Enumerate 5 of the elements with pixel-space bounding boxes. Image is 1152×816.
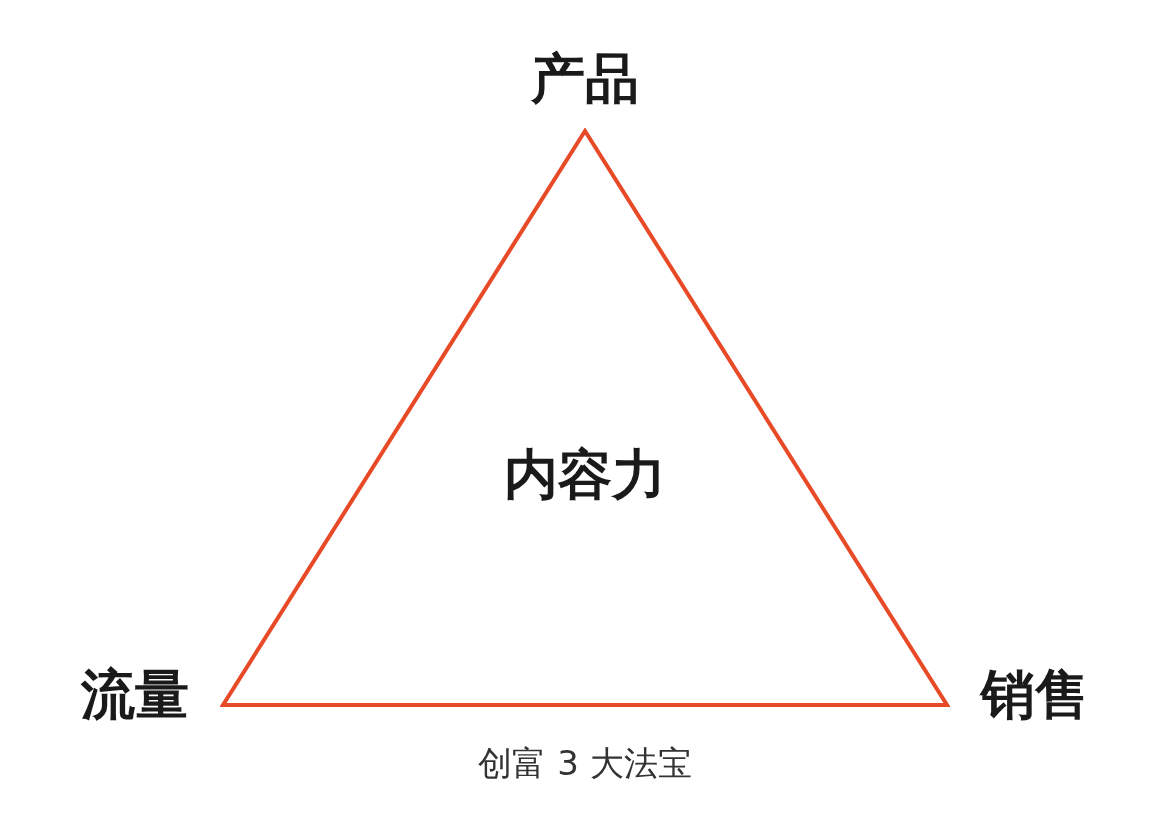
caption: 创富 3 大法宝	[477, 746, 693, 780]
center-label: 内容力	[503, 448, 667, 502]
corner-label: 流量	[80, 668, 190, 722]
corner-label: 产品	[530, 52, 640, 106]
corner-label: 销售	[978, 668, 1090, 722]
